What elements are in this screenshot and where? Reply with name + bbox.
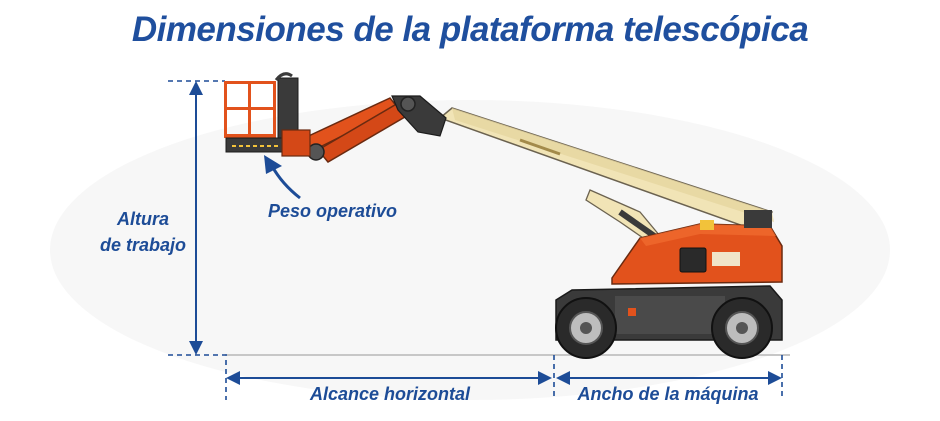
working-height-label-line2: de trabajo bbox=[99, 235, 187, 255]
working-height-label-line1: Altura bbox=[116, 209, 169, 229]
weight-pointer-arrow bbox=[264, 155, 301, 200]
diagram-title: Dimensiones de la plataforma telescópica bbox=[131, 10, 809, 49]
telescopic-boom bbox=[438, 107, 774, 243]
rear-wheel bbox=[711, 297, 773, 359]
reach-dimension bbox=[225, 355, 555, 400]
horizontal-reach-label: Alcance horizontal bbox=[309, 384, 471, 404]
machine-width-label: Ancho de la máquina bbox=[577, 384, 759, 404]
front-wheel bbox=[555, 297, 617, 359]
operating-weight-label: Peso operativo bbox=[268, 201, 398, 221]
jib-arm bbox=[298, 95, 447, 163]
working-height-label: Altura de trabajo bbox=[88, 206, 198, 258]
height-dimension bbox=[168, 80, 230, 356]
work-basket bbox=[224, 72, 311, 157]
width-dimension bbox=[556, 355, 783, 400]
